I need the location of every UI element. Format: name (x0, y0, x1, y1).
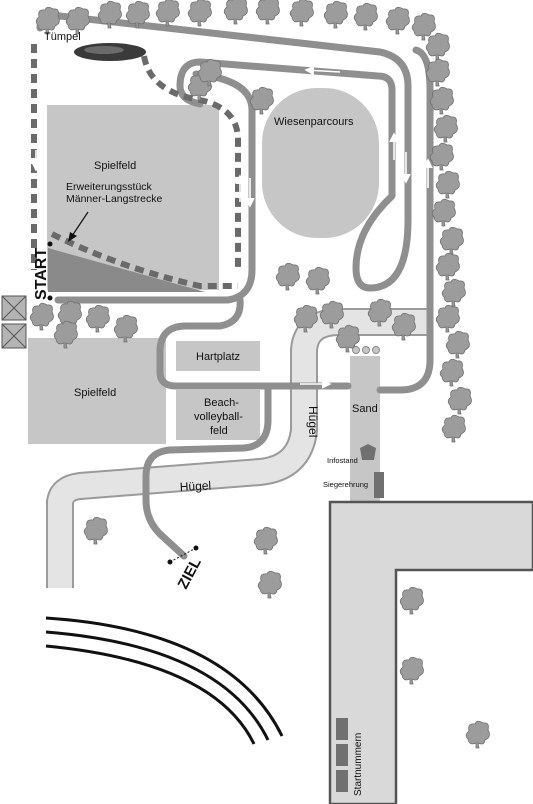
label-spielfeld-top: Spielfeld (94, 160, 136, 172)
startnummern-box-1 (336, 718, 348, 740)
label-spielfeld-bottom: Spielfeld (74, 387, 116, 399)
field-spielfeld-bottom (28, 338, 166, 444)
start-marker (47, 241, 53, 301)
huegel-path (46, 308, 432, 588)
field-wiesenparcours (262, 88, 379, 238)
label-erweiterung-1: Erweiterungsstück (66, 181, 153, 193)
route (36, 12, 434, 560)
gate-box-icon (1, 295, 27, 349)
label-beach-2: volleyball- (194, 411, 243, 423)
track-lines (45, 616, 284, 745)
startnummern-box-3 (336, 770, 348, 792)
field-beachvolleyball (176, 390, 260, 440)
label-infostand: Infostand (327, 456, 358, 465)
startnummern-box-2 (336, 744, 348, 766)
infostand-icon (360, 444, 376, 460)
sand-markers (352, 346, 380, 354)
label-start: START (33, 248, 50, 300)
siegerehrung-box (374, 472, 384, 498)
pond-icon (74, 43, 146, 61)
finish-line (169, 547, 197, 563)
label-huegel-horizontal: Hügel (179, 478, 211, 494)
extension-pointer-head (68, 232, 77, 242)
label-startnummern: Startnummern (353, 733, 364, 796)
label-sand: Sand (352, 403, 378, 415)
start-wedge (48, 248, 205, 292)
arrow-icon (31, 41, 433, 389)
label-wiesenparcours: Wiesenparcours (274, 116, 354, 128)
field-hartplatz (176, 341, 260, 371)
label-beach-3: feld (210, 425, 228, 437)
label-ziel: ZIEL (175, 555, 205, 592)
label-siegerehrung: Siegerehrung (323, 480, 368, 489)
building-outline (328, 500, 533, 804)
label-hartplatz: Hartplatz (196, 351, 240, 363)
label-erweiterung-2: Männer-Langstrecke (66, 193, 162, 205)
label-tuempel: Tümpel (44, 31, 81, 43)
extension-pointer (71, 211, 89, 237)
label-beach-1: Beach- (204, 397, 239, 409)
label-huegel-vertical: Hügel (306, 406, 320, 437)
